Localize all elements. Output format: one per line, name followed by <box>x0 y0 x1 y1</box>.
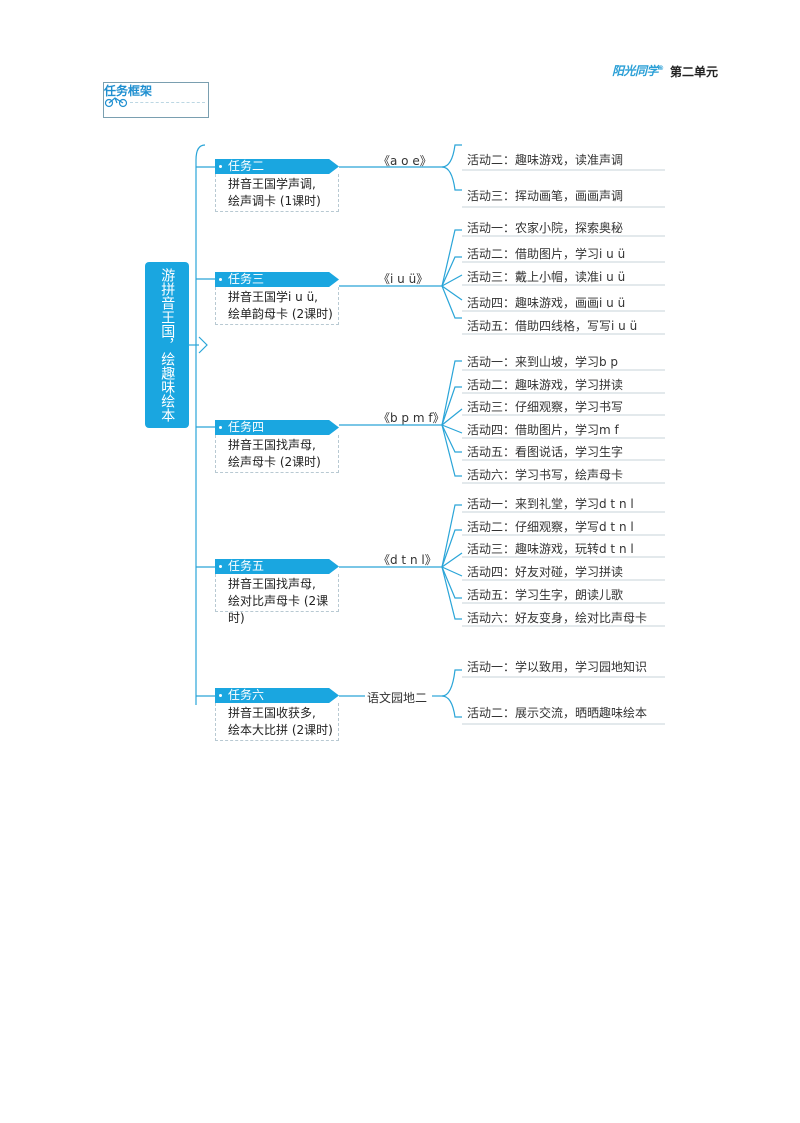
root-node: 游拼音王国，绘趣味绘本 <box>145 262 189 428</box>
lesson-label: 《i u ü》 <box>378 272 429 286</box>
task-name: 任务三 <box>228 272 265 286</box>
activity-item: 活动一：农家小院，探索奥秘 <box>467 221 624 235</box>
task-desc-line1: 拼音王国收获多, <box>228 706 316 720</box>
task-body: 拼音王国收获多, 绘本大比拼 (2课时) <box>215 703 339 741</box>
task-desc-line1: 拼音王国找声母, <box>228 438 316 452</box>
task-desc-line1: 拼音王国学声调, <box>228 177 316 191</box>
activity-item: 活动五：看图说话，学习生字 <box>467 445 624 459</box>
activity-item: 活动六：好友变身，绘对比声母卡 <box>467 611 648 625</box>
activity-item: 活动三：挥动画笔，画画声调 <box>467 189 624 203</box>
task-desc-line2: 绘声母卡 (2课时) <box>228 455 321 469</box>
task-body: 拼音王国找声母, 绘声母卡 (2课时) <box>215 435 339 473</box>
activity-item: 活动六：学习书写，绘声母卡 <box>467 468 624 482</box>
activity-item: 活动二：借助图片，学习i u ü <box>467 247 626 261</box>
task-header: 任务六 <box>215 688 339 703</box>
task-desc-line1: 拼音王国找声母, <box>228 577 316 591</box>
activity-item: 活动一：来到礼堂，学习d t n l <box>467 497 634 511</box>
activity-item: 活动一：来到山坡，学习b p <box>467 355 619 369</box>
task-body: 拼音王国学声调, 绘声调卡 (1课时) <box>215 174 339 212</box>
activity-item: 活动五：学习生字，朗读儿歌 <box>467 588 624 602</box>
task-node-6: 任务六 拼音王国收获多, 绘本大比拼 (2课时) <box>215 688 339 741</box>
task-node-4: 任务四 拼音王国找声母, 绘声母卡 (2课时) <box>215 420 339 473</box>
task-desc-line2: 绘对比声母卡 (2课时) <box>228 594 329 625</box>
task-header: 任务五 <box>215 559 339 574</box>
task-name: 任务五 <box>228 559 265 573</box>
task-node-3: 任务三 拼音王国学i u ü, 绘单韵母卡 (2课时) <box>215 272 339 325</box>
task-header: 任务二 <box>215 159 339 174</box>
activity-item: 活动五：借助四线格，写写i u ü <box>467 319 638 333</box>
brand-logo: 阳光同学® <box>612 64 664 78</box>
activity-item: 活动四：借助图片，学习m f <box>467 423 619 437</box>
task-header: 任务三 <box>215 272 339 287</box>
task-body: 拼音王国学i u ü, 绘单韵母卡 (2课时) <box>215 287 339 325</box>
task-node-2: 任务二 拼音王国学声调, 绘声调卡 (1课时) <box>215 159 339 212</box>
lesson-label: 《a o e》 <box>378 154 432 168</box>
lesson-label: 《d t n l》 <box>378 553 437 567</box>
task-node-5: 任务五 拼音王国找声母, 绘对比声母卡 (2课时) <box>215 559 339 625</box>
activity-item: 活动三：仔细观察，学习书写 <box>467 400 624 414</box>
lesson-label: 《b p m f》 <box>378 411 445 425</box>
activity-item: 活动三：戴上小帽，读准i u ü <box>467 270 626 284</box>
task-name: 任务四 <box>228 420 265 434</box>
task-desc-line2: 绘单韵母卡 (2课时) <box>228 307 333 321</box>
task-header: 任务四 <box>215 420 339 435</box>
task-desc-line2: 绘声调卡 (1课时) <box>228 194 321 208</box>
activity-item: 活动四：趣味游戏，画画i u ü <box>467 296 626 310</box>
frame-title: 任务框架 <box>104 84 153 98</box>
activity-item: 活动二：趣味游戏，读准声调 <box>467 153 624 167</box>
task-name: 任务二 <box>228 159 265 173</box>
frame-divider <box>130 102 205 103</box>
activity-item: 活动三：趣味游戏，玩转d t n l <box>467 542 634 556</box>
brand-logo-text: 阳光同学 <box>612 64 659 78</box>
activity-item: 活动二：仔细观察，学写d t n l <box>467 520 634 534</box>
activity-item: 活动一：学以致用，学习园地知识 <box>467 660 648 674</box>
task-desc-line1: 拼音王国学i u ü, <box>228 290 318 304</box>
lesson-label: 语文园地二 <box>367 691 428 705</box>
task-name: 任务六 <box>228 688 265 702</box>
activity-item: 活动二：展示交流，晒晒趣味绘本 <box>467 706 648 720</box>
unit-title: 第二单元 <box>670 65 719 79</box>
activity-item: 活动二：趣味游戏，学习拼读 <box>467 378 624 392</box>
task-desc-line2: 绘本大比拼 (2课时) <box>228 723 333 737</box>
activity-item: 活动四：好友对碰，学习拼读 <box>467 565 624 579</box>
bicycle-icon <box>104 97 128 108</box>
task-body: 拼音王国找声母, 绘对比声母卡 (2课时) <box>215 574 339 625</box>
